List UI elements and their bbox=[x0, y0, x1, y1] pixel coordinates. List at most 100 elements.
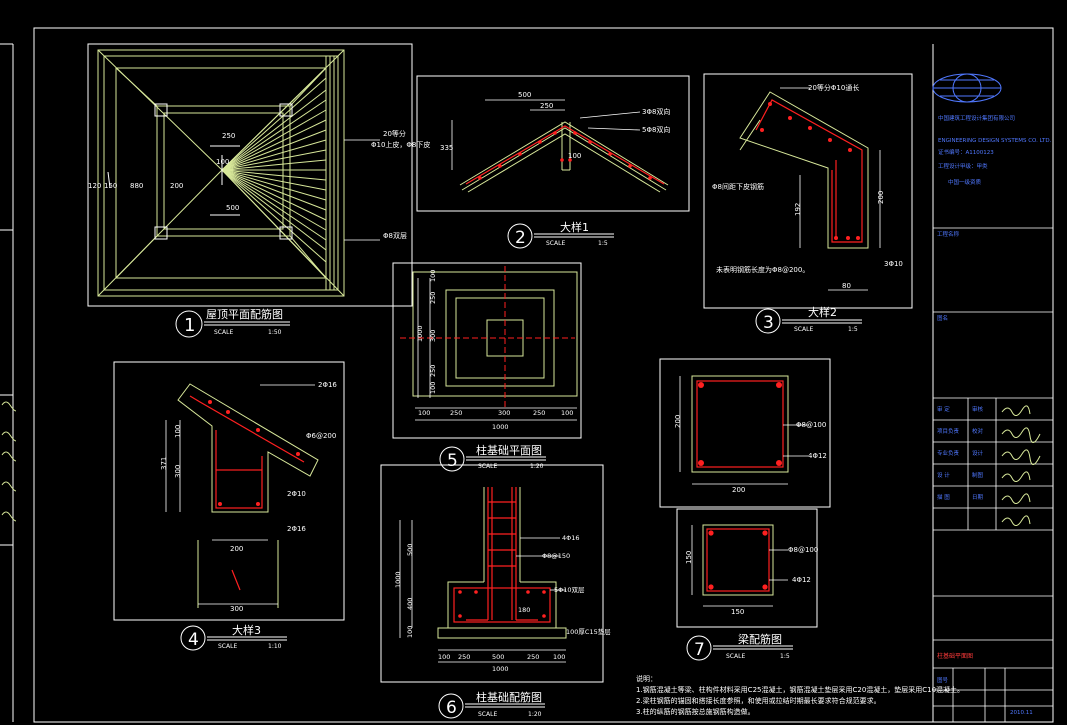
company-logo-icon bbox=[932, 73, 1002, 103]
footing-note-bedding: 100厚C15垫层 bbox=[566, 627, 611, 636]
project-label: 工程名称 bbox=[937, 230, 960, 238]
detail3-dim-371: 371 bbox=[160, 457, 168, 470]
company-cert: 证书编号：A1100123 bbox=[938, 148, 994, 156]
beam-top-note-bars: 4Φ12 bbox=[808, 452, 827, 460]
footing-dim-250b: 250 bbox=[527, 653, 539, 661]
detail3-note-2phi10: 2Φ10 bbox=[287, 490, 306, 498]
tb-row-2-role: 设计 bbox=[972, 449, 984, 457]
footing-note-phi8: Φ8@150 bbox=[542, 552, 570, 560]
roof-dim-250: 250 bbox=[222, 132, 235, 140]
view5-title: 柱基础平面图 bbox=[476, 443, 542, 457]
beam-bot-dim-h: 150 bbox=[731, 608, 744, 616]
view6-number: 6 bbox=[446, 698, 457, 718]
tb-row-0-role: 审核 bbox=[972, 405, 984, 413]
beam-bot-dim-v: 150 bbox=[685, 551, 693, 564]
title-block: 中国建筑工程设计集团有限公司 ENGINEERING DESIGN SYSTEM… bbox=[932, 73, 1053, 722]
footing-note-4phi16: 4Φ16 bbox=[562, 534, 580, 542]
detail2-note-3phi10: 3Φ10 bbox=[884, 260, 903, 268]
view4-title: 大样3 bbox=[232, 623, 261, 637]
tb-row-0-label: 审 定 bbox=[937, 405, 950, 413]
view4-scale-label: SCALE bbox=[218, 643, 237, 650]
tb-row-2-label: 专业负责 bbox=[937, 449, 960, 457]
view7-scale-label: SCALE bbox=[726, 653, 745, 660]
footing-dim-100h: 100 bbox=[438, 653, 450, 661]
detail1-note-3phi8: 3Φ8双向 bbox=[642, 107, 670, 116]
tb-row-1-role: 校对 bbox=[972, 427, 984, 435]
view-title-labels: 1 屋顶平面配筋图 SCALE 1:50 2 大样1 SCALE 1:5 3 大… bbox=[175, 220, 862, 719]
general-notes: 说明： 1.钢筋混凝土等梁、柱构件材料采用C25混凝土，钢筋混凝土垫层采用C20… bbox=[636, 674, 964, 716]
view2-title: 大样1 bbox=[560, 220, 589, 234]
roof-dim-100: 100 bbox=[216, 158, 229, 166]
footing-dim-250a: 250 bbox=[458, 653, 470, 661]
view5-scale-label: SCALE bbox=[478, 463, 497, 470]
view6-scale-label: SCALE bbox=[478, 711, 497, 718]
roof-dim-200: 200 bbox=[170, 182, 183, 190]
view1-scale-label: SCALE bbox=[214, 329, 233, 336]
footing-plan-h-300: 300 bbox=[498, 409, 510, 417]
footing-plan-h-1000: 1000 bbox=[492, 423, 509, 431]
roof-note-double: Φ8双层 bbox=[383, 232, 407, 240]
view6-scale: 1:20 bbox=[528, 711, 542, 718]
footing-dim-180: 180 bbox=[518, 606, 530, 614]
view7-scale: 1:5 bbox=[780, 653, 790, 660]
view3-scale-label: SCALE bbox=[794, 326, 813, 333]
detail1-dim-500: 500 bbox=[518, 91, 531, 99]
detail2-dim-192: 192 bbox=[794, 203, 802, 216]
view2-scale: 1:5 bbox=[598, 240, 608, 247]
tb-row-3-label: 设 计 bbox=[937, 471, 950, 479]
view4-scale: 1:10 bbox=[268, 643, 282, 650]
detail2-dim-80: 80 bbox=[842, 282, 851, 290]
footing-note-5phi10: 5Φ10双层 bbox=[554, 586, 585, 594]
view1-title: 屋顶平面配筋图 bbox=[206, 307, 283, 321]
view3-scale: 1:5 bbox=[848, 326, 858, 333]
view3-title: 大样2 bbox=[808, 305, 837, 319]
detail3-dim-300: 300 bbox=[174, 465, 182, 478]
company-name: 中国建筑工程设计集团有限公司 bbox=[938, 114, 1015, 122]
footing-plan-h-100a: 100 bbox=[418, 409, 430, 417]
detail2-dim-200: 200 bbox=[877, 191, 885, 204]
view4-number: 4 bbox=[188, 630, 199, 650]
view2-number: 2 bbox=[515, 228, 526, 248]
drawing-name: 柱基础平面图 bbox=[937, 652, 973, 660]
detail1-note-5phi8: 5Φ8双向 bbox=[642, 125, 670, 134]
drawing-frame bbox=[0, 27, 1054, 723]
view5-number: 5 bbox=[447, 451, 458, 471]
footing-plan-h-250a: 250 bbox=[450, 409, 462, 417]
view6-title: 柱基础配筋图 bbox=[476, 690, 542, 704]
company-line-2: 中国一级资质 bbox=[948, 178, 982, 186]
tb-row-1-label: 项目负责 bbox=[937, 427, 960, 435]
roof-dim-120: 120 bbox=[88, 182, 101, 190]
notes-line-3: 3.柱的纵筋的钢筋按总施钢筋构造做。 bbox=[636, 707, 755, 716]
roof-plan-view: 250 100 200 500 880 150 120 20等分 Φ10上皮，Φ… bbox=[87, 43, 430, 307]
roof-dim-880: 880 bbox=[130, 182, 143, 190]
sheet-label: 图号 bbox=[937, 676, 949, 684]
detail2-note-top: 20等分Φ10通长 bbox=[808, 83, 859, 92]
view1-scale: 1:50 bbox=[268, 329, 282, 336]
notes-line-1: 1.钢筋混凝土等梁、柱构件材料采用C25混凝土，钢筋混凝土垫层采用C20混凝土，… bbox=[636, 685, 964, 694]
footing-plan-v-100: 100 bbox=[429, 382, 437, 394]
left-margin-marks bbox=[1, 401, 17, 522]
detail3-note-phi6: Φ6@200 bbox=[306, 432, 336, 440]
beam-bot-note-bars: 4Φ12 bbox=[792, 576, 811, 584]
footing-plan-v-100b: 100 bbox=[429, 270, 437, 282]
detail3-dim-100: 100 bbox=[174, 425, 182, 438]
roof-dim-500: 500 bbox=[226, 204, 239, 212]
drawing-label: 图名 bbox=[937, 314, 948, 322]
notes-heading: 说明： bbox=[636, 674, 657, 683]
company-name-en: ENGINEERING DESIGN SYSTEMS CO. LTD. bbox=[938, 138, 1052, 144]
footing-dim-1000h: 1000 bbox=[492, 665, 509, 673]
view1-number: 1 bbox=[184, 315, 195, 336]
footing-dim-500: 500 bbox=[406, 544, 414, 556]
detail3-dim-300b: 300 bbox=[230, 605, 243, 613]
company-line-1: 工程设计甲级：甲类 bbox=[938, 162, 988, 170]
view7-title: 梁配筋图 bbox=[738, 632, 782, 646]
tb-row-4-role: 日期 bbox=[972, 494, 984, 501]
beam-bot-note-stirrup: Φ8@100 bbox=[788, 546, 818, 554]
footing-dim-400: 400 bbox=[406, 598, 414, 610]
footing-plan-h-250b: 250 bbox=[533, 409, 545, 417]
roof-dim-150: 150 bbox=[104, 182, 117, 190]
detail2-view: 192 200 80 20等分Φ10通长 Φ8间距下皮钢筋 未表明钢筋长度为Φ8… bbox=[703, 73, 913, 309]
footing-dim-100h2: 100 bbox=[553, 653, 565, 661]
footing-rebar-view: 500 1000 400 100 100 250 500 250 100 100… bbox=[380, 464, 611, 683]
